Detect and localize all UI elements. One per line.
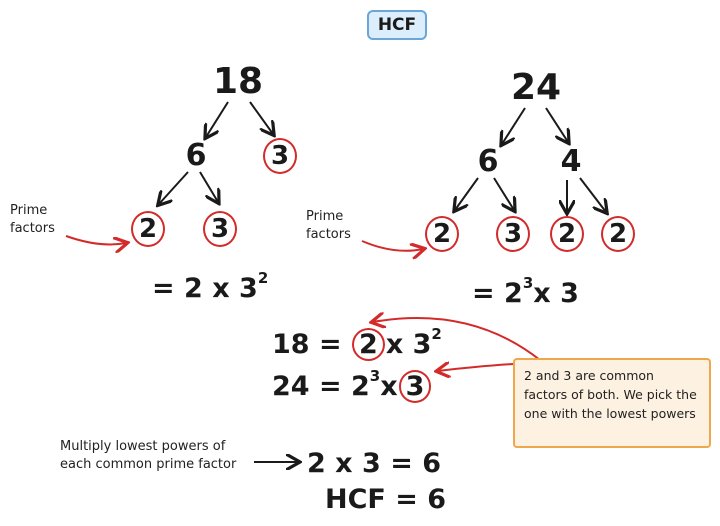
arrow-4-to-2b bbox=[579, 177, 606, 212]
tree18-leaf-2-circled: 2 bbox=[131, 211, 165, 247]
tree24-leaf-2c-circled: 2 bbox=[601, 216, 635, 252]
tree24-leaf-2-circled: 2 bbox=[425, 216, 459, 252]
multiply-note: Multiply lowest powers of each common pr… bbox=[60, 439, 237, 472]
arrow-24-to-4 bbox=[545, 107, 568, 142]
tree18-child-6: 6 bbox=[185, 138, 207, 173]
arrow-6-to-3 bbox=[199, 171, 218, 202]
arrow-24-to-6 bbox=[502, 107, 526, 144]
title-badge: HCF bbox=[367, 10, 427, 40]
tree18-child-3-circled: 3 bbox=[263, 138, 297, 174]
tree24-root: 24 bbox=[510, 67, 562, 108]
tree18-root: 18 bbox=[212, 61, 264, 102]
prime-factors-label-2: Prime factors bbox=[306, 209, 351, 242]
final-hcf: HCF = 6 bbox=[325, 484, 447, 515]
final-product: 2 x 3 = 6 bbox=[307, 448, 441, 479]
red-arrow-callout-mid bbox=[438, 364, 515, 371]
prime-factors-label-1: Prime factors bbox=[10, 203, 55, 236]
tree24-child-6: 6 bbox=[477, 144, 499, 179]
arrow-6-to-3b bbox=[493, 177, 514, 210]
callout-box: 2 and 3 are common factors of both. We p… bbox=[513, 358, 711, 448]
circled-3: 3 bbox=[398, 370, 432, 403]
circled-2: 2 bbox=[352, 328, 385, 361]
red-arrow-prime-2 bbox=[361, 240, 423, 251]
tree24-leaf-3-circled: 3 bbox=[496, 216, 530, 252]
arrow-6-to-2 bbox=[159, 171, 189, 204]
arrow-6-to-2b bbox=[455, 177, 479, 210]
tree24-leaf-2b-circled: 2 bbox=[550, 216, 584, 252]
tree18-leaf-3-circled: 3 bbox=[203, 211, 237, 247]
arrow-18-to-3 bbox=[249, 101, 273, 134]
red-arrow-prime-1 bbox=[65, 235, 126, 244]
result-24: = 23x 3 bbox=[472, 274, 579, 309]
result-18: = 2 x 32 bbox=[152, 269, 269, 304]
arrow-18-to-6 bbox=[206, 101, 229, 137]
red-arrow-callout-top bbox=[373, 318, 541, 361]
tree24-child-4: 4 bbox=[560, 144, 582, 179]
